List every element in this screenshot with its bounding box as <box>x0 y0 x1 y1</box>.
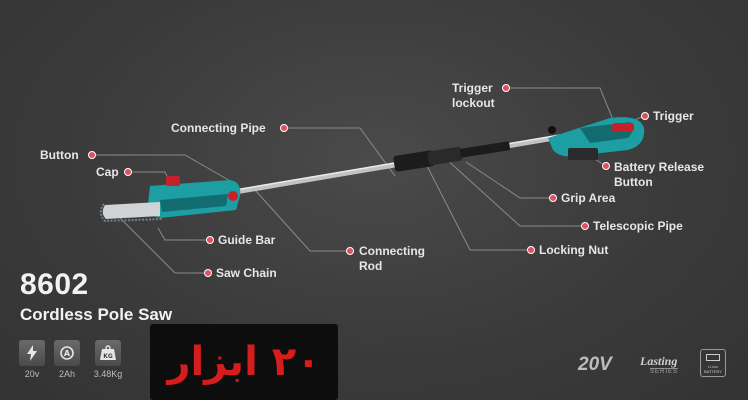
ampere-hour-icon: A <box>54 340 80 366</box>
label-locking-nut: Locking Nut <box>539 243 609 257</box>
label-battery-release: Battery Release Button <box>614 160 705 189</box>
battery-release-button <box>568 148 598 160</box>
label-telescopic-pipe: Telescopic Pipe <box>593 219 683 233</box>
spec-weight-value: 3.48Kg <box>93 369 123 379</box>
locking-nut-collar <box>393 150 435 172</box>
battery-icon <box>706 354 720 361</box>
label-cap: Cap <box>96 165 119 179</box>
lightning-icon <box>19 340 45 366</box>
spec-voltage: 20v <box>12 340 52 379</box>
spec-capacity-value: 2Ah <box>58 369 75 379</box>
brand-lasting: Lasting <box>640 354 678 368</box>
brand-series: SERIES <box>650 368 679 375</box>
label-dots <box>88 84 649 277</box>
battery-badge-text: Li-ion BATTERY <box>703 364 723 374</box>
spec-weight: KG 3.48Kg <box>88 340 128 379</box>
product-model: 8602 <box>20 268 89 301</box>
label-connecting-pipe: Connecting Pipe <box>171 121 266 135</box>
spec-voltage-value: 20v <box>24 369 40 379</box>
battery-badge: Li-ion BATTERY <box>700 349 726 377</box>
label-trigger-lockout: Trigger lockout <box>452 81 495 110</box>
leader-lines <box>92 87 646 274</box>
trigger <box>612 123 634 132</box>
svg-text:A: A <box>64 349 71 358</box>
label-connecting-rod: Connecting Rod <box>359 244 425 273</box>
guide-bar <box>102 202 160 219</box>
watermark-logo: ۲۰ ابزار <box>150 324 338 400</box>
cap <box>166 176 180 186</box>
grip-area <box>459 141 511 158</box>
weight-icon: KG <box>95 340 121 366</box>
label-saw-chain: Saw Chain <box>216 266 277 280</box>
rear-handle <box>548 117 645 160</box>
watermark-text: ۲۰ ابزار <box>167 339 321 385</box>
saw-chain <box>99 203 163 223</box>
label-button: Button <box>40 148 79 162</box>
svg-text:KG: KG <box>103 353 113 360</box>
product-name: Cordless Pole Saw <box>20 305 173 324</box>
label-guide-bar: Guide Bar <box>218 233 276 247</box>
saw-head <box>99 176 241 223</box>
head-button <box>228 191 238 201</box>
spec-capacity: A 2Ah <box>47 340 87 379</box>
brand-voltage: 20V <box>578 354 612 375</box>
label-trigger: Trigger <box>653 109 694 123</box>
label-grip-area: Grip Area <box>561 191 616 205</box>
